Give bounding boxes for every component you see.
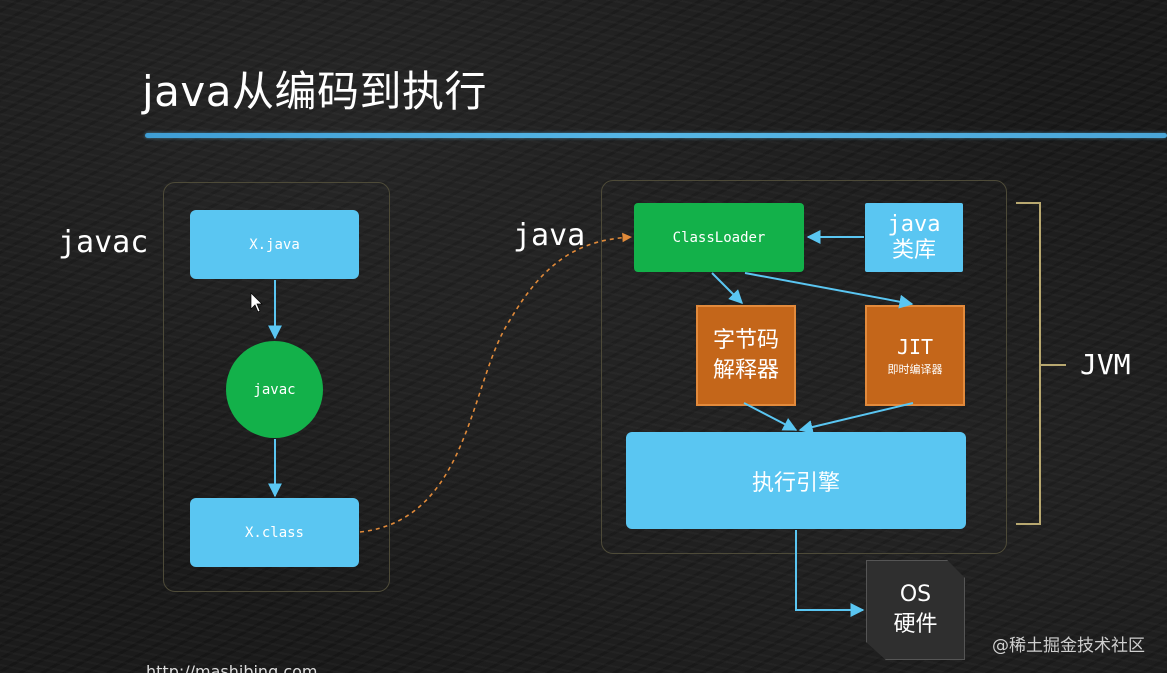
arrow-classloader-to-interpreter	[711, 272, 743, 304]
source-url: http://mashibing.com	[146, 662, 318, 673]
arrow-class-to-classloader	[359, 232, 632, 533]
jvm-bracket	[1016, 202, 1041, 525]
jit-compiler-box: JIT 即时编译器	[865, 305, 965, 406]
compile-panel-frame	[163, 182, 390, 592]
execution-engine-box: 执行引擎	[626, 432, 966, 529]
jit-line2: 即时编译器	[887, 362, 943, 376]
interpreter-line1: 字节码	[712, 327, 779, 353]
jvm-label: JVM	[1080, 348, 1131, 381]
java-label: java	[513, 218, 586, 253]
mouse-cursor-icon	[250, 292, 263, 313]
java-library-line2: 类库	[891, 237, 936, 263]
os-hardware-box: OS 硬件	[866, 560, 965, 660]
jit-line1: JIT	[896, 334, 934, 359]
arrow-jit-to-engine	[798, 402, 914, 434]
bytecode-interpreter-box: 字节码 解释器	[696, 305, 796, 406]
javac-compiler-node: javac	[226, 341, 323, 438]
source-file-box: X.java	[190, 210, 359, 279]
java-library-box: java 类库	[865, 203, 963, 272]
interpreter-line2: 解释器	[712, 357, 779, 383]
java-library-line1: java	[887, 211, 941, 237]
class-file-box: X.class	[190, 498, 359, 567]
watermark: @稀土掘金技术社区	[992, 636, 1145, 656]
os-line1: OS	[899, 582, 932, 607]
title-underline	[145, 133, 1167, 138]
arrow-engine-to-os	[795, 530, 865, 617]
javac-label: javac	[58, 225, 149, 260]
arrow-classloader-to-jit	[744, 272, 914, 309]
os-line2: 硬件	[893, 612, 938, 637]
jvm-panel-frame	[601, 180, 1007, 554]
page-title: java从编码到执行	[142, 67, 487, 116]
arrow-interpreter-to-engine	[743, 402, 798, 431]
classloader-box: ClassLoader	[634, 203, 804, 272]
